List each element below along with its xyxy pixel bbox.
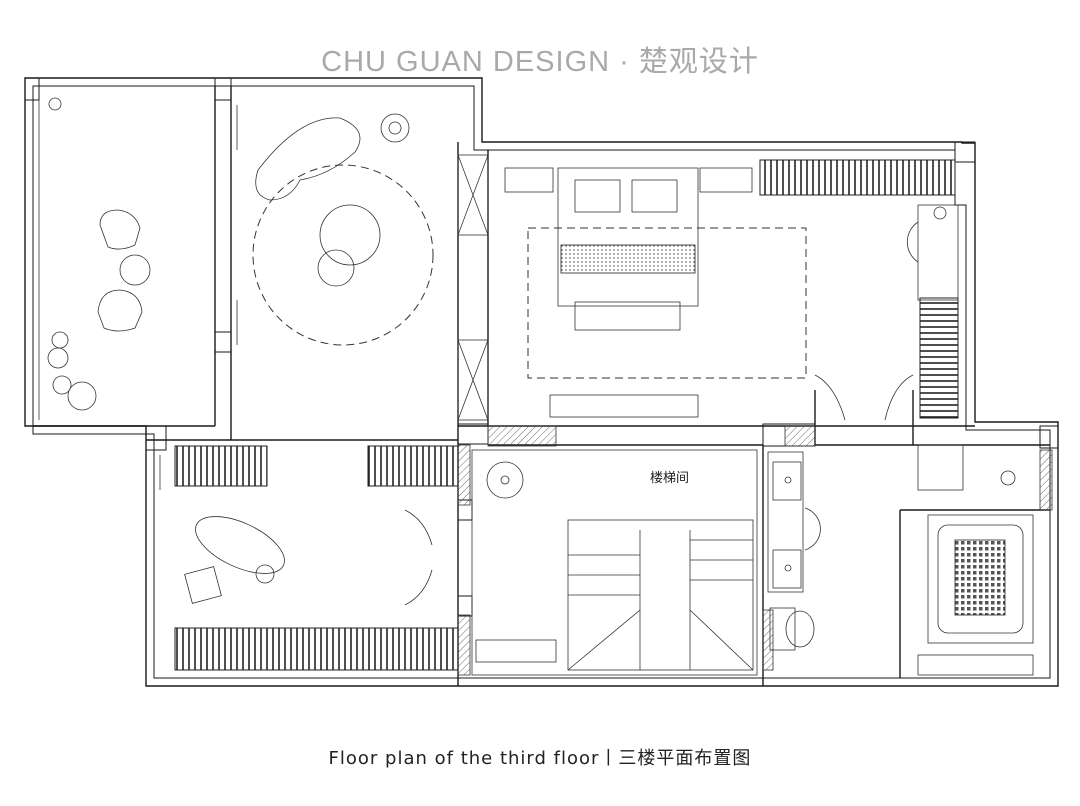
bedroom bbox=[457, 154, 959, 421]
room-label-stairwell: 楼梯间 bbox=[650, 471, 689, 486]
balcony bbox=[38, 97, 151, 420]
lounge bbox=[236, 105, 434, 346]
plan-caption: Floor plan of the third floor丨三楼平面布置图 bbox=[328, 748, 752, 769]
brand-header: CHU GUAN DESIGN · 楚观设计 bbox=[321, 46, 759, 78]
stairwell bbox=[471, 449, 758, 676]
study bbox=[159, 445, 459, 671]
hatched-walls bbox=[457, 425, 1053, 676]
bathroom bbox=[767, 444, 1034, 676]
